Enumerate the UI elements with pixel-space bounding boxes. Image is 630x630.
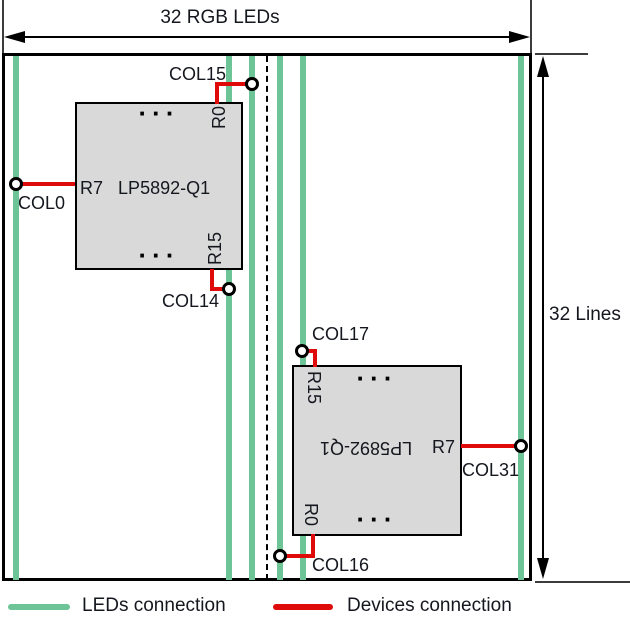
- terminal-col16-icon: [273, 549, 287, 563]
- terminal-col15-icon: [245, 77, 259, 91]
- led-column-line-col15: [249, 56, 255, 580]
- label-col31: COL31: [462, 460, 520, 480]
- device1-pin-r0-label: R0: [209, 106, 229, 130]
- top-dim-arrowhead-left-icon: [4, 31, 25, 43]
- device1-lp5892: ··· R0 R7 LP5892-Q1 R15 ···: [75, 98, 243, 270]
- terminal-col17-icon: [295, 344, 309, 358]
- right-dim-arrowhead-down-icon: [537, 558, 549, 579]
- right-dim-extension-bottom: [535, 581, 630, 583]
- device1-name: LP5892-Q1: [118, 178, 211, 198]
- panel-split-dashed-line: [266, 56, 268, 580]
- top-dim-line: [8, 36, 526, 38]
- top-dim-extension-right: [530, 0, 532, 53]
- wire-r7-col0: [16, 182, 75, 186]
- top-dim-extension-left: [2, 0, 4, 53]
- label-col0: COL0: [18, 193, 66, 213]
- right-dim-extension-top: [535, 53, 588, 55]
- wire-r0-col16-vertical: [311, 534, 315, 558]
- legend-leds-label: LEDs connection: [82, 595, 226, 616]
- right-dim-line: [542, 62, 544, 574]
- led-column-line-col14: [226, 56, 232, 580]
- device2-name: LP5892-Q1: [320, 438, 413, 458]
- legend-leds-swatch: [8, 604, 70, 610]
- legend-devices-swatch: [273, 604, 333, 610]
- top-dimension-label: 32 RGB LEDs: [160, 7, 280, 28]
- right-dimension-label: 32 Lines: [549, 304, 621, 325]
- label-col15: COL15: [169, 64, 227, 84]
- wire-r15-col17-vertical: [313, 349, 317, 367]
- legend-devices-label: Devices connection: [347, 595, 512, 616]
- led-column-line-col31: [518, 56, 524, 580]
- right-dim-arrowhead-up-icon: [537, 56, 549, 77]
- led-column-line-col0: [13, 56, 19, 580]
- device2-pin-r15-label: R15: [304, 371, 324, 405]
- label-col16: COL16: [312, 555, 370, 575]
- wire-r15-col17-horizontal: [302, 349, 317, 353]
- device1-bottom-ellipsis: ···: [138, 240, 180, 270]
- led-column-line-col16: [277, 56, 283, 580]
- terminal-col14-icon: [222, 282, 236, 296]
- device2-bottom-ellipsis: ···: [356, 504, 398, 534]
- label-col14: COL14: [162, 291, 220, 311]
- wire-r0-col15-vertical: [215, 84, 219, 104]
- device2-lp5892: R15 ··· LP5892-Q1 R7 R0 ···: [292, 365, 462, 536]
- device1-pin-r7-label: R7: [80, 178, 104, 198]
- terminal-col31-icon: [514, 439, 528, 453]
- wire-r0-col16-horizontal: [281, 554, 315, 558]
- wire-r15-col14-vertical: [210, 269, 214, 291]
- device1-title-row: R7 LP5892-Q1: [80, 178, 210, 199]
- wire-r0-col15-horizontal: [215, 82, 253, 86]
- led-column-line-col17: [300, 56, 306, 580]
- wire-r7-col31: [461, 444, 521, 448]
- wire-r15-col14-horizontal: [210, 287, 230, 291]
- terminal-col0-icon: [9, 177, 23, 191]
- label-col17: COL17: [312, 324, 370, 344]
- device1-top-ellipsis: ···: [138, 98, 180, 128]
- device2-top-ellipsis: ···: [356, 363, 398, 393]
- device2-pin-r7-label: R7: [431, 437, 455, 457]
- device2-title-row: LP5892-Q1 R7: [320, 437, 455, 458]
- top-dim-arrowhead-right-icon: [509, 31, 530, 43]
- device2-pin-r0-label: R0: [301, 503, 321, 527]
